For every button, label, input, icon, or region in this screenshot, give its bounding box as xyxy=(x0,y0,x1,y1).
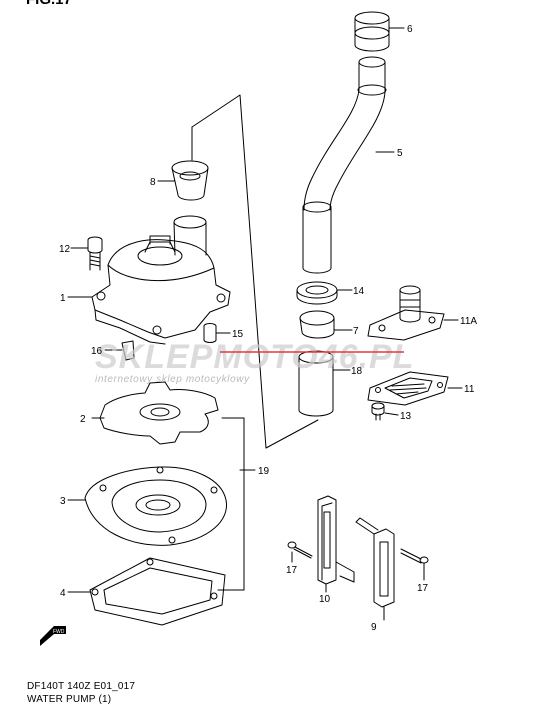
callout-11: 11 xyxy=(464,384,475,395)
callout-3: 3 xyxy=(60,496,66,507)
part-11a-nipple-plate xyxy=(367,285,459,341)
part-8-bushing xyxy=(157,160,209,201)
callout-18: 18 xyxy=(351,366,363,377)
fwd-label: FWD xyxy=(53,629,65,635)
callout-16: 16 xyxy=(91,346,103,357)
part-1-pump-case xyxy=(67,215,231,345)
callout-17-left: 17 xyxy=(286,565,298,576)
callout-14: 14 xyxy=(353,286,365,297)
callout-10: 10 xyxy=(319,594,331,605)
part-3-plate xyxy=(67,466,227,546)
part-7-seal xyxy=(299,310,353,339)
callout-7: 7 xyxy=(353,326,359,337)
part-16-key xyxy=(104,340,135,361)
part-5-water-tube xyxy=(302,56,395,274)
callout-8: 8 xyxy=(150,177,156,188)
watermark: SKLEPMOTO46.PL internetowy sklep motocyk… xyxy=(95,338,414,385)
callout-17-right: 17 xyxy=(417,583,429,594)
part-11-screen-plate xyxy=(367,371,463,406)
callout-9: 9 xyxy=(371,622,377,633)
callout-13: 13 xyxy=(400,411,412,422)
diagram-code: DF140T 140Z E01_017 xyxy=(27,681,136,692)
part-17-screw-left xyxy=(287,541,313,563)
part-13-screw xyxy=(371,402,399,421)
diagram-title: WATER PUMP (1) xyxy=(27,694,112,705)
part-4-gasket xyxy=(67,557,226,626)
callout-5: 5 xyxy=(397,148,403,159)
fwd-arrow-icon: FWD xyxy=(40,626,66,646)
part-17-screw-right xyxy=(400,548,429,581)
callout-labels: 6 5 8 12 14 1 11A 15 7 16 18 11 13 2 19 … xyxy=(59,24,477,633)
group-bracket-19 xyxy=(191,94,319,591)
part-2-impeller xyxy=(91,381,219,445)
part-10-bracket xyxy=(317,495,355,593)
watermark-brand: SKLEPMOTO46.PL xyxy=(95,338,414,376)
callout-11a: 11A xyxy=(460,316,477,327)
callout-4: 4 xyxy=(60,588,66,599)
part-12-bolt xyxy=(70,236,103,271)
callout-2: 2 xyxy=(80,414,86,425)
callout-6: 6 xyxy=(407,24,413,35)
part-18-sleeve xyxy=(298,350,351,417)
watermark-tagline: internetowy sklep motocyklowy xyxy=(95,374,250,385)
figure-label: FIG.17 xyxy=(26,0,72,8)
part-6-grommet xyxy=(354,11,405,52)
part-9-clamp xyxy=(355,517,395,621)
part-14-o-ring xyxy=(296,281,353,305)
callout-1: 1 xyxy=(60,293,66,304)
callout-15: 15 xyxy=(232,329,244,340)
part-15-pin xyxy=(203,323,231,343)
callout-19: 19 xyxy=(258,466,270,477)
callout-12: 12 xyxy=(59,244,71,255)
